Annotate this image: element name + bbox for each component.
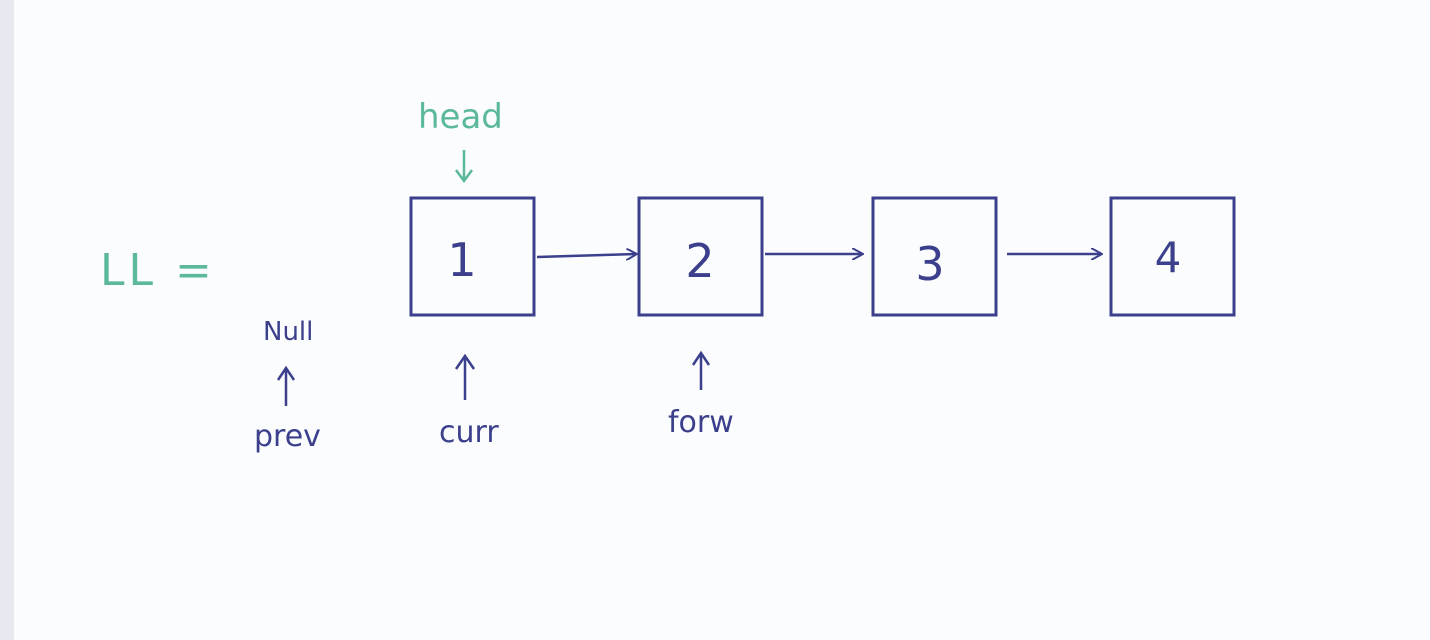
node-2: 2 [637, 196, 764, 317]
node-value: 1 [447, 233, 476, 287]
forw-pointer-arrow [691, 350, 711, 390]
null-label: Null [263, 317, 313, 347]
node-value: 4 [1155, 233, 1182, 282]
ll-label: LL = [100, 245, 216, 296]
node-3: 3 [871, 196, 998, 317]
node-value: 3 [915, 237, 944, 291]
link-arrow-1-2 [536, 254, 636, 257]
left-edge-strip [0, 0, 14, 640]
node-1: 1 [409, 196, 536, 317]
prev-pointer-arrow [276, 365, 296, 406]
forw-label: forw [668, 405, 734, 440]
node-value: 2 [685, 234, 714, 288]
head-arrow [454, 150, 474, 184]
head-label: head [418, 97, 503, 137]
curr-pointer-arrow [454, 353, 476, 400]
node-4: 4 [1109, 196, 1236, 317]
curr-label: curr [439, 415, 499, 450]
prev-label: prev [254, 419, 321, 454]
